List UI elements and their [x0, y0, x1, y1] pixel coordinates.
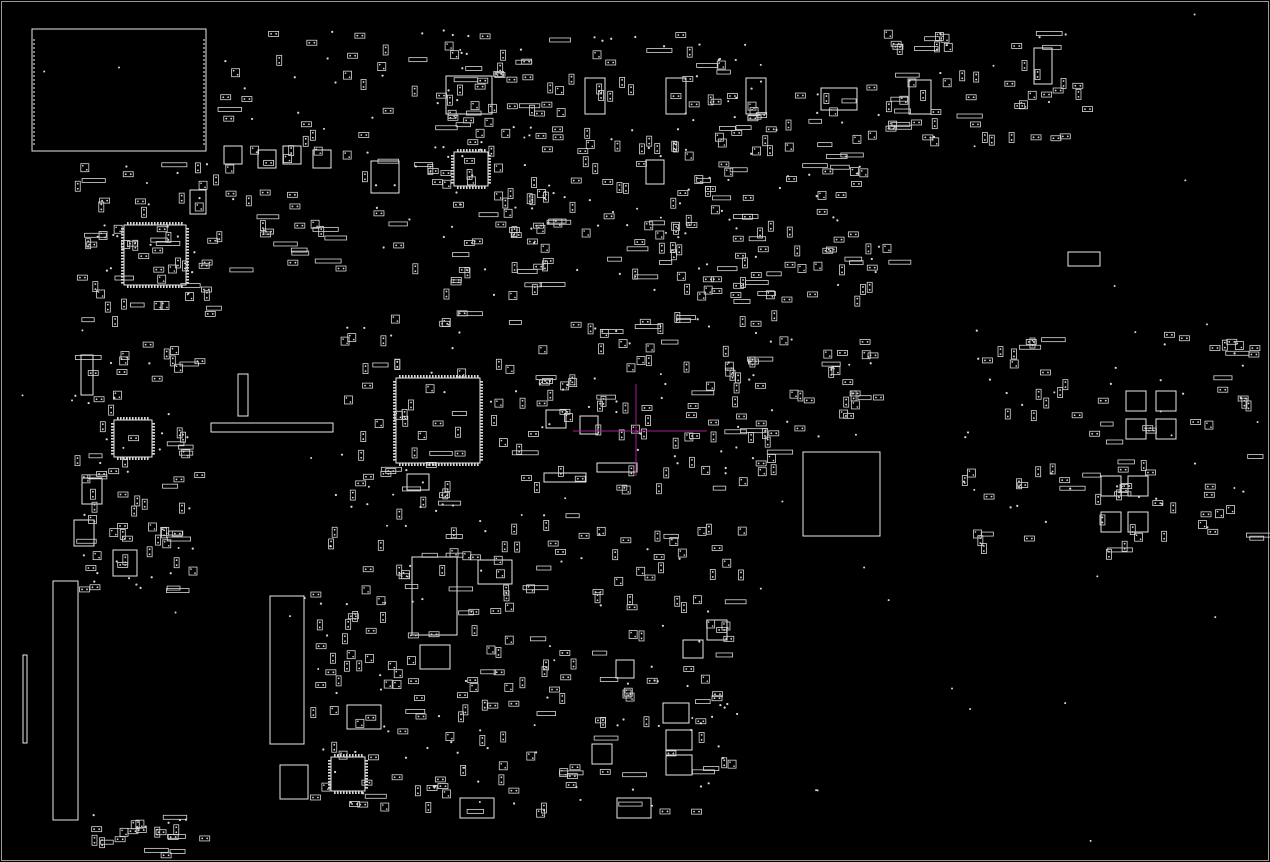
connector-fpc: [210, 422, 334, 433]
ic-u8: [330, 756, 366, 792]
ic-u10: [419, 644, 451, 670]
ic-memory: [411, 556, 458, 636]
connector-small: [237, 373, 249, 417]
top-left-connector: [31, 28, 207, 152]
ic-u4: [453, 151, 489, 187]
connector-left-long: [52, 580, 79, 821]
ic-u14: [112, 549, 138, 577]
right-cluster: [1033, 47, 1177, 533]
ic-u3: [113, 419, 153, 458]
connector-strip: [22, 654, 28, 744]
small-components: [21, 13, 1270, 859]
connector-c: [596, 462, 638, 473]
ic-u5: [445, 75, 493, 115]
edge-connectors: [22, 373, 638, 821]
ic-u9: [477, 559, 513, 585]
crosshair-cursor: [573, 384, 707, 476]
ic-u12: [591, 743, 613, 765]
connector-b: [543, 472, 587, 483]
connector-mid-long: [269, 595, 305, 745]
ic-u11: [615, 659, 635, 679]
ic-u13: [370, 160, 400, 194]
ic-socket: [802, 451, 881, 537]
ic-cpu: [395, 377, 481, 464]
component-chips: [112, 75, 881, 792]
